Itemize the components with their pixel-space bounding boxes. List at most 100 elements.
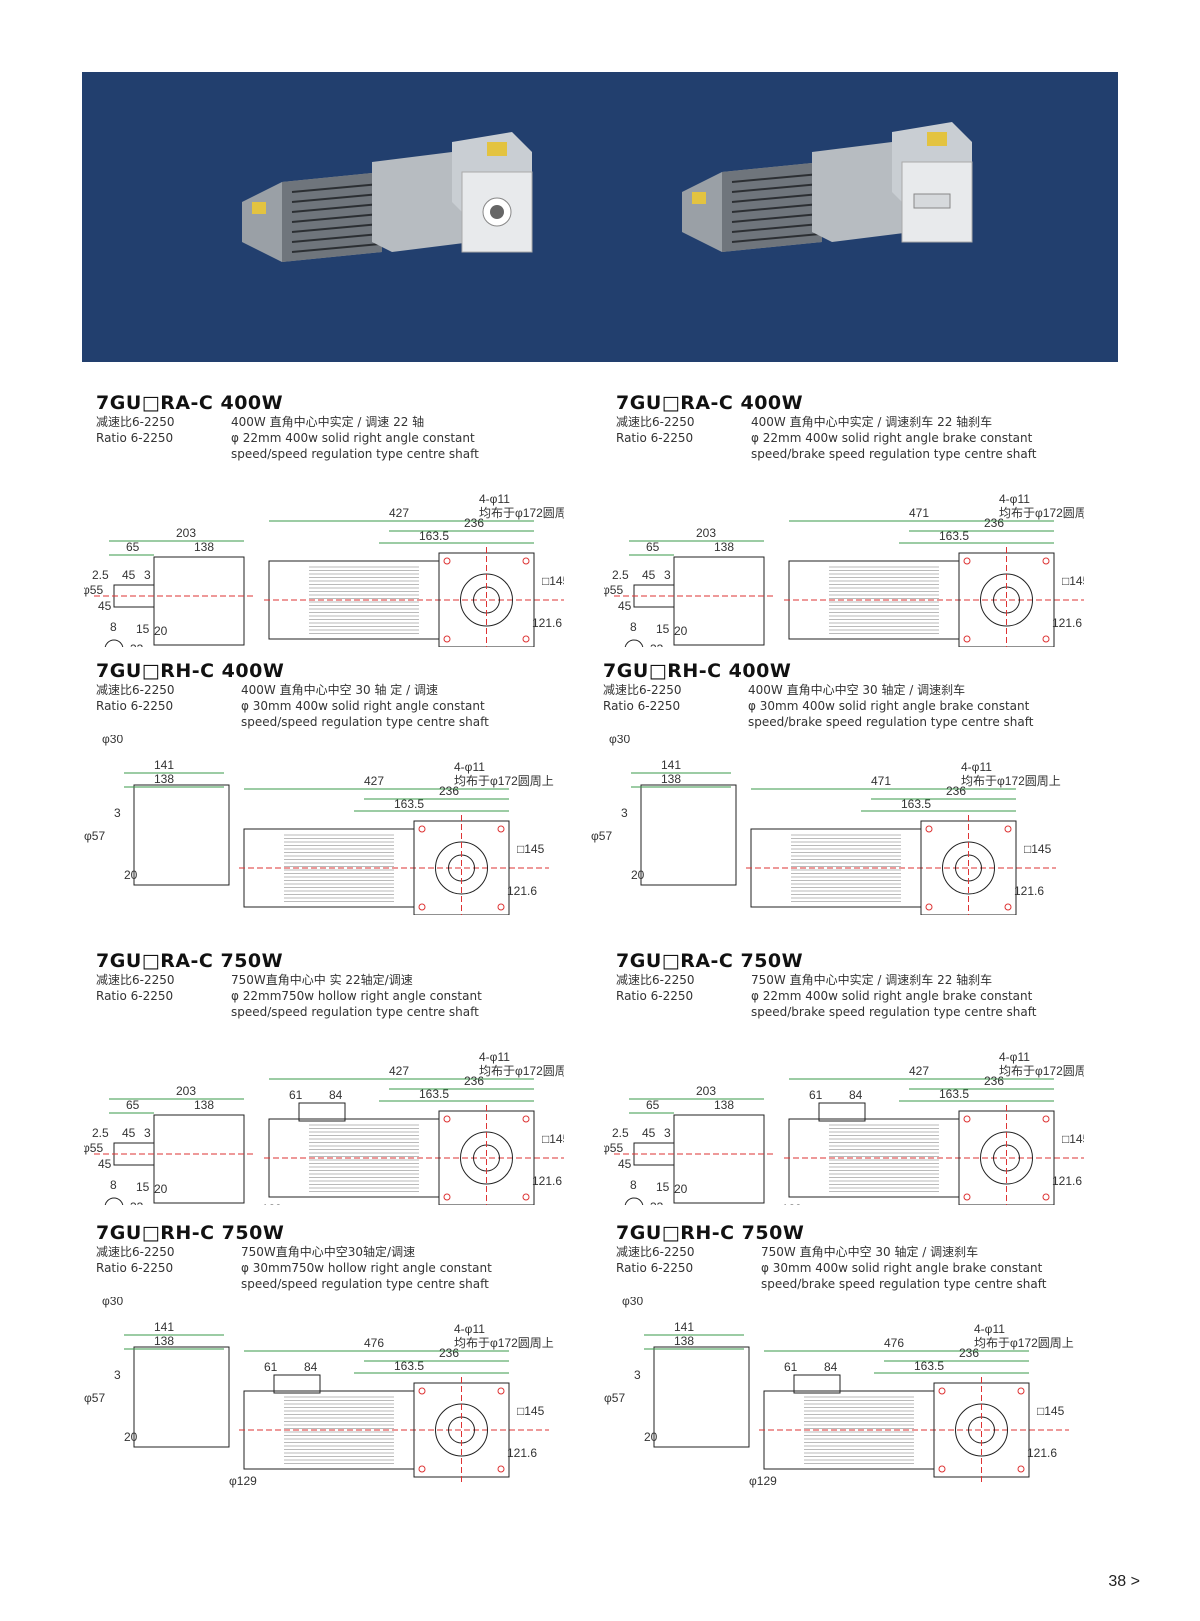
dim-key: 8 <box>630 620 637 634</box>
shaft-section <box>624 639 644 647</box>
dim-m1: 61 <box>289 1088 303 1102</box>
desc-line-3: speed/speed regulation type centre shaft <box>231 1005 479 1019</box>
dim-d1: φ55 <box>84 583 103 597</box>
dim-pcd: 均布于φ172圆周上 <box>479 1064 564 1078</box>
dim-m1: 61 <box>809 1088 823 1102</box>
dim-pcd: 均布于φ172圆周上 <box>479 506 564 520</box>
dim-pcd: 均布于φ172圆周上 <box>454 774 554 788</box>
dim-motor-d: φ129 <box>229 1474 257 1488</box>
dim-holes: 4-φ11 <box>999 1050 1030 1064</box>
dim-gear: 163.5 <box>419 529 449 543</box>
dim-overall: 427 <box>364 774 384 788</box>
desc-line-2: φ 22mm 400w solid right angle brake cons… <box>751 989 1033 1003</box>
desc-line-2: φ 22mm750w hollow right angle constant <box>231 989 482 1003</box>
dim-d4: 33 <box>130 642 144 647</box>
dim-m1: 61 <box>784 1360 798 1374</box>
dim-pcd: 均布于φ172圆周上 <box>999 506 1084 520</box>
desc-line-2: φ 22mm 400w solid right angle brake cons… <box>751 431 1033 445</box>
dim-gear-len: 138 <box>714 1098 734 1112</box>
desc-line-1: 400W 直角中心中空 30 轴 定 / 调速 <box>241 683 438 697</box>
ratio-en: Ratio 6-2250 <box>616 989 694 1003</box>
ratio-cn: 减速比6-2250 <box>616 1245 695 1259</box>
dim-m2: 84 <box>824 1360 838 1374</box>
dim-d1: φ55 <box>84 1141 103 1155</box>
dim-flange: □145 <box>1062 1132 1084 1146</box>
dim-m2: 84 <box>304 1360 318 1374</box>
dim-bore: φ30 <box>609 735 630 746</box>
dim-pcd: 均布于φ172圆周上 <box>454 1336 554 1350</box>
terminal-box <box>818 1102 866 1122</box>
desc-line-3: speed/speed regulation type centre shaft <box>241 715 489 729</box>
dim-k2: 15 <box>656 622 670 636</box>
dim-overall: 476 <box>364 1336 384 1350</box>
dim-k3: 20 <box>631 868 645 882</box>
desc-line-1: 750W直角中心中 实 22轴定/调速 <box>231 973 413 987</box>
dim-shaft-total: 203 <box>696 526 716 540</box>
gearbox-side-view <box>153 556 245 646</box>
dim-d2: 45 <box>618 599 632 613</box>
dim-c: 3 <box>144 1126 151 1140</box>
dim-d3: φ22 <box>84 1204 103 1205</box>
motor-photo-hollow <box>242 132 533 262</box>
dim-body: 236 <box>959 1346 979 1360</box>
dim-d3: φ22 <box>604 1204 623 1205</box>
dim-m2: 84 <box>849 1088 863 1102</box>
product-photos <box>242 122 973 262</box>
dim-pcd: 均布于φ172圆周上 <box>961 774 1061 788</box>
desc-line-3: speed/brake speed regulation type centre… <box>761 1277 1047 1291</box>
dim-w1: 141 <box>154 1320 174 1334</box>
gearbox-side-view <box>133 1346 230 1448</box>
dimension-drawing: 203651382.5453φ554581520φ22336184φ129427… <box>84 1050 564 1205</box>
dim-b: 45 <box>642 568 656 582</box>
dim-c: 3 <box>664 568 671 582</box>
desc-line-3: speed/brake speed regulation type centre… <box>748 715 1034 729</box>
dim-motor-d: φ129 <box>749 1474 777 1488</box>
dimension-drawing: 833.3φ301411383φ57206184φ129476236163.54… <box>84 1297 554 1488</box>
dim-b: 45 <box>642 1126 656 1140</box>
dim-gear-len: 138 <box>194 540 214 554</box>
dim-d2: 45 <box>98 1157 112 1171</box>
dim-shaft-seg: 65 <box>646 540 660 554</box>
dim-height: 121.6 <box>507 884 537 898</box>
dim-height: 121.6 <box>1052 1174 1082 1188</box>
ratio-cn: 减速比6-2250 <box>96 1245 175 1259</box>
dim-c: 3 <box>144 568 151 582</box>
dim-a: 2.5 <box>92 1126 109 1140</box>
dim-w2: 138 <box>661 772 681 786</box>
dim-gear-len: 138 <box>714 540 734 554</box>
dim-d1: φ57 <box>591 829 612 843</box>
dimension-drawing: 203651382.5453φ554581520φ2233427236163.5… <box>84 492 564 647</box>
dim-height: 121.6 <box>1014 884 1044 898</box>
gearbox-side-view <box>133 784 230 886</box>
dim-overall: 476 <box>884 1336 904 1350</box>
dimension-drawing: 833.3φ301411383φ57206184φ129476236163.54… <box>604 1297 1074 1488</box>
shaft-section <box>624 1197 644 1205</box>
desc-line-3: speed/speed regulation type centre shaft <box>231 447 479 461</box>
dim-d2: 45 <box>618 1157 632 1171</box>
ratio-en: Ratio 6-2250 <box>96 1261 174 1275</box>
ratio-cn: 减速比6-2250 <box>616 973 695 987</box>
model-title: 7GU□RH-C 400W <box>603 660 792 682</box>
dim-k3: 20 <box>674 624 688 638</box>
dim-gear: 163.5 <box>901 797 931 811</box>
dim-body: 236 <box>464 1074 484 1088</box>
ratio-en: Ratio 6-2250 <box>96 431 174 445</box>
desc-line-2: φ 22mm 400w solid right angle constant <box>231 431 475 445</box>
dim-gear: 163.5 <box>394 797 424 811</box>
dim-k2: 15 <box>136 622 150 636</box>
ratio-en: Ratio 6-2250 <box>616 431 694 445</box>
dim-shaft-total: 203 <box>176 1084 196 1098</box>
dim-b: 45 <box>122 1126 136 1140</box>
dimension-drawing: 833.3φ301411383φ5720471236163.54-φ11均布于φ… <box>591 735 1061 915</box>
dim-k2: 15 <box>136 1180 150 1194</box>
dim-key: 8 <box>630 1178 637 1192</box>
dim-shaft-seg: 65 <box>646 1098 660 1112</box>
